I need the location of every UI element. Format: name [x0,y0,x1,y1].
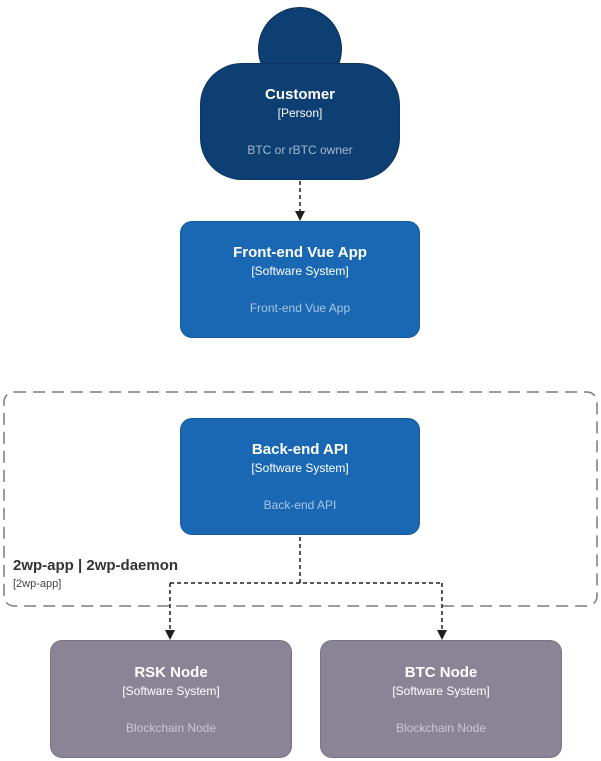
boundary-subtitle: [2wp-app] [13,578,62,590]
boundary-title: 2wp-app | 2wp-daemon [13,557,179,574]
node-title: Back-end API [251,441,349,458]
node-title: Customer [264,86,335,103]
node-type: [Person] [277,106,323,120]
node-customer[interactable]: Customer [Person] BTC or rBTC owner [200,63,400,180]
node-type: [Software System] [251,461,349,475]
node-description: Back-end API [263,498,337,512]
arrowhead-rsk [165,630,175,640]
node-title: RSK Node [134,663,208,681]
node-description: Blockchain Node [395,720,487,735]
node-type: [Software System] [122,683,220,698]
node-title: BTC Node [404,663,478,681]
arrowhead-btc [437,630,447,640]
node-rsk-node[interactable]: RSK Node [Software System] Blockchain No… [50,640,292,758]
node-description: Blockchain Node [125,720,217,735]
node-description: BTC or rBTC owner [247,143,353,157]
node-type: [Software System] [251,264,349,278]
arrowhead-frontend [295,211,305,221]
node-frontend-vue-app[interactable]: Front-end Vue App [Software System] Fron… [180,221,420,338]
node-btc-node[interactable]: BTC Node [Software System] Blockchain No… [320,640,562,758]
node-description: Front-end Vue App [249,301,351,315]
node-type: [Software System] [392,683,490,698]
node-backend-api[interactable]: Back-end API [Software System] Back-end … [180,418,420,535]
boundary-2wp-app-label: 2wp-app | 2wp-daemon [2wp-app] [13,557,178,591]
edge-backend-split [169,537,443,631]
node-title: Front-end Vue App [233,244,367,261]
